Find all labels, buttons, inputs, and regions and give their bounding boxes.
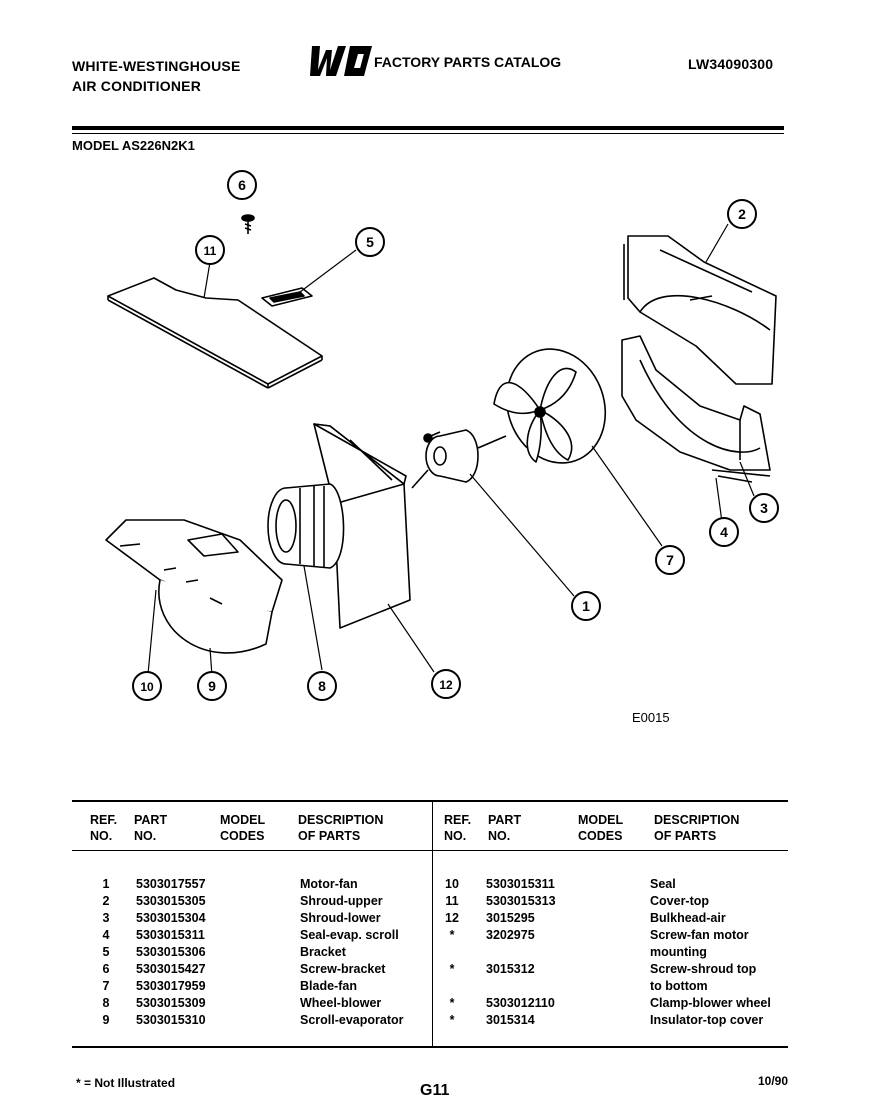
part-part-cell: 5303015306 <box>136 945 206 959</box>
part-ref-cell: 5 <box>102 945 110 959</box>
table-top-rule <box>72 800 788 802</box>
diagram-code: E0015 <box>632 710 670 725</box>
part-desc-cell: Insulator-top cover <box>650 1013 764 1027</box>
header-rule <box>72 126 784 130</box>
part-ref-cell: 10 <box>445 877 459 891</box>
part-part-cell: 5303015311 <box>136 928 205 942</box>
part-desc-cell: Bracket <box>300 945 346 959</box>
part-part-cell: 3202975 <box>486 928 535 942</box>
callout-4: 4 <box>720 524 728 540</box>
scroll-evaporator-drawing <box>105 519 283 654</box>
table-bottom-rule <box>72 1046 788 1048</box>
part-part-cell: 5303015304 <box>136 911 206 925</box>
callout-10: 10 <box>140 680 154 694</box>
part-ref-cell: 9 <box>102 1013 110 1027</box>
part-part-cell: 5303017557 <box>136 877 206 891</box>
part-ref-cell: * <box>449 928 455 942</box>
not-illustrated-note: * = Not Illustrated <box>76 1076 176 1090</box>
part-ref-cell: * <box>449 996 455 1010</box>
blower-wheel-drawing <box>267 483 345 569</box>
part-part-cell: 5303015427 <box>136 962 206 976</box>
table-column-divider <box>432 802 433 1046</box>
callout-6: 6 <box>238 177 246 193</box>
part-ref-cell: * <box>449 1013 455 1027</box>
part-part-cell: 5303015305 <box>136 894 206 908</box>
part-desc-cell: to bottom <box>650 979 708 993</box>
part-part-cell: 3015312 <box>486 962 535 976</box>
part-ref-cell: * <box>449 962 455 976</box>
part-part-cell: 5303015313 <box>486 894 556 908</box>
part-desc-cell: Seal <box>650 877 676 891</box>
part-ref-cell: 1 <box>102 877 110 891</box>
print-date: 10/90 <box>758 1074 789 1088</box>
callout-5: 5 <box>366 234 374 250</box>
part-part-cell: 5303015310 <box>136 1013 206 1027</box>
fan-blade-drawing <box>493 348 607 464</box>
brand-line-1: WHITE-WESTINGHOUSE <box>72 58 241 74</box>
shroud-drawing <box>621 235 777 483</box>
part-desc-cell: Seal-evap. scroll <box>300 928 399 942</box>
motor-drawing <box>411 429 507 489</box>
header-ref-right: REF.NO. <box>444 813 472 843</box>
table-header-rule <box>72 850 788 851</box>
exploded-parts-diagram: 1 2 3 4 5 6 7 8 9 10 11 12 <box>105 170 779 701</box>
part-desc-cell: Scroll-evaporator <box>300 1013 404 1027</box>
part-desc-cell: Motor-fan <box>300 877 358 891</box>
part-ref-cell: 12 <box>445 911 459 925</box>
part-desc-cell: Clamp-blower wheel <box>650 996 771 1010</box>
cover-top-drawing <box>107 277 323 389</box>
part-desc-cell: Cover-top <box>650 894 710 908</box>
part-desc-cell: Screw-fan motor <box>650 928 749 942</box>
part-ref-cell: 8 <box>102 996 110 1010</box>
header-ref: REF.NO. <box>90 813 118 843</box>
part-part-cell: 5303017959 <box>136 979 206 993</box>
callout-9: 9 <box>208 678 216 694</box>
part-desc-cell: Wheel-blower <box>300 996 382 1010</box>
part-part-cell: 3015314 <box>486 1013 535 1027</box>
brand-line-2: AIR CONDITIONER <box>72 78 201 94</box>
part-ref-cell: 3 <box>102 911 110 925</box>
part-part-cell: 5303015311 <box>486 877 555 891</box>
part-ref-cell: 6 <box>102 962 110 976</box>
callout-12: 12 <box>439 678 453 692</box>
part-desc-cell: Shroud-lower <box>300 911 381 925</box>
part-desc-cell: mounting <box>650 945 707 959</box>
part-ref-cell: 11 <box>445 894 459 908</box>
callout-3: 3 <box>760 500 768 516</box>
part-part-cell: 3015295 <box>486 911 535 925</box>
part-ref-cell: 4 <box>102 928 110 942</box>
brand-block: WHITE-WESTINGHOUSE AIR CONDITIONER <box>72 56 240 96</box>
part-part-cell: 5303015309 <box>136 996 206 1010</box>
callout-1: 1 <box>582 598 590 614</box>
screw-drawing <box>241 214 255 234</box>
page-number: G11 <box>420 1082 450 1099</box>
model-label: MODEL AS226N2K1 <box>72 138 195 153</box>
part-desc-cell: Screw-shroud top <box>650 962 757 976</box>
catalog-title: FACTORY PARTS CATALOG <box>374 54 562 70</box>
callout-11: 11 <box>204 244 217 258</box>
part-ref-cell: 2 <box>102 894 110 908</box>
wci-logo <box>310 46 372 76</box>
part-desc-cell: Screw-bracket <box>300 962 386 976</box>
callout-8: 8 <box>318 678 326 694</box>
part-desc-cell: Shroud-upper <box>300 894 383 908</box>
part-part-cell: 5303012110 <box>486 996 555 1010</box>
catalog-number: LW34090300 <box>688 56 774 72</box>
callout-2: 2 <box>738 206 746 222</box>
bracket-drawing <box>261 287 313 307</box>
part-desc-cell: Blade-fan <box>300 979 357 993</box>
header-rule-thin <box>72 133 784 134</box>
callout-7: 7 <box>666 552 674 568</box>
part-desc-cell: Bulkhead-air <box>650 911 726 925</box>
part-ref-cell: 7 <box>102 979 110 993</box>
